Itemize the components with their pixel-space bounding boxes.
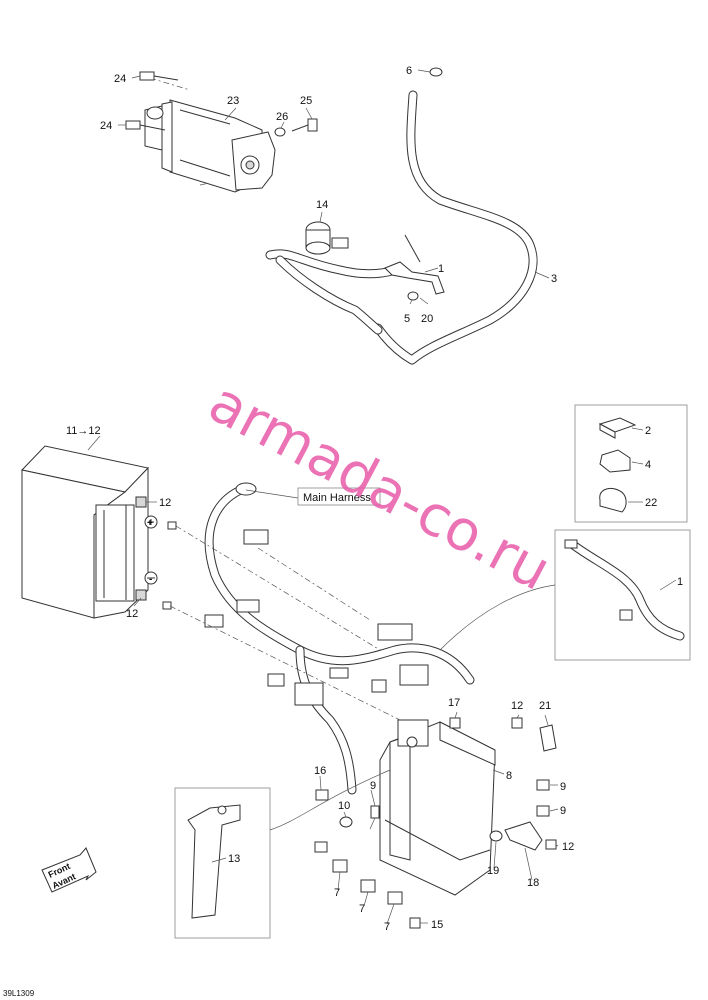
- cap-6: [417, 67, 443, 77]
- label-26: 26: [276, 111, 288, 123]
- battery-terminal-negative: [135, 571, 172, 610]
- cable-1-upper: [384, 234, 445, 295]
- battery: [21, 445, 149, 619]
- label-16: 16: [314, 765, 326, 777]
- label-15: 15: [431, 919, 443, 931]
- diagram-code: 39L1309: [3, 989, 35, 998]
- nut-5: [407, 291, 419, 301]
- label-12-battery-top: 12: [159, 497, 171, 509]
- label-7-b: 7: [359, 903, 365, 915]
- label-19: 19: [487, 865, 499, 877]
- label-24-upper: 24: [114, 73, 126, 85]
- label-battery: 11→12: [66, 425, 101, 437]
- label-5: 5: [404, 313, 410, 325]
- fuse-holder-4: [599, 449, 631, 473]
- label-4: 4: [645, 459, 651, 471]
- label-18: 18: [527, 877, 539, 889]
- label-9-left: 9: [370, 780, 376, 792]
- label-24-lower: 24: [100, 120, 112, 132]
- label-1-upper: 1: [438, 263, 444, 275]
- label-20: 20: [421, 313, 433, 325]
- main-harness: [204, 482, 475, 795]
- label-12-lower: 12: [562, 841, 574, 853]
- screw-25: [291, 118, 318, 132]
- label-2: 2: [645, 425, 651, 437]
- bracket-13: [174, 787, 271, 939]
- label-7-a: 7: [334, 887, 340, 899]
- label-21: 21: [539, 700, 551, 712]
- label-17: 17: [448, 697, 460, 709]
- label-10: 10: [338, 800, 350, 812]
- label-1-inset: 1: [677, 576, 683, 588]
- label-9-right-lower: 9: [560, 805, 566, 817]
- solenoid-14: [265, 221, 400, 335]
- polarity-negative-label: -: [149, 574, 152, 585]
- label-9-right-upper: 9: [560, 781, 566, 793]
- clip-22: [599, 487, 627, 513]
- fasteners: [314, 717, 557, 929]
- grommets-7: [332, 859, 403, 905]
- label-6: 6: [406, 65, 412, 77]
- main-harness-callout: Main Harness: [297, 487, 381, 506]
- washer-26: [274, 127, 286, 137]
- label-3: 3: [551, 273, 557, 285]
- label-25: 25: [300, 95, 312, 107]
- label-12-middle: 12: [511, 700, 523, 712]
- cable-3: [373, 90, 538, 365]
- inset-box-cable: [554, 529, 691, 661]
- label-8: 8: [506, 770, 512, 782]
- label-12-battery-bottom: 12: [126, 608, 138, 620]
- label-22: 22: [645, 497, 657, 509]
- label-14: 14: [316, 199, 328, 211]
- front-arrow-icon: Front Avant: [41, 847, 97, 893]
- battery-tray-8: [379, 719, 496, 896]
- starter-motor: [144, 77, 276, 193]
- label-7-c: 7: [384, 921, 390, 933]
- bolt-24-upper: [139, 71, 179, 81]
- label-13: 13: [228, 853, 240, 865]
- leader-lines: [87, 75, 677, 925]
- fuse-2: [598, 417, 637, 439]
- label-23: 23: [227, 95, 239, 107]
- main-harness-label: Main Harness: [303, 492, 371, 504]
- polarity-positive-label: +: [147, 518, 153, 529]
- part-number-labels: 24 24 23 25 26 6 14 1 3 5 20 11→12 12 12…: [66, 65, 683, 933]
- inset-box-fuse-parts: [574, 404, 688, 523]
